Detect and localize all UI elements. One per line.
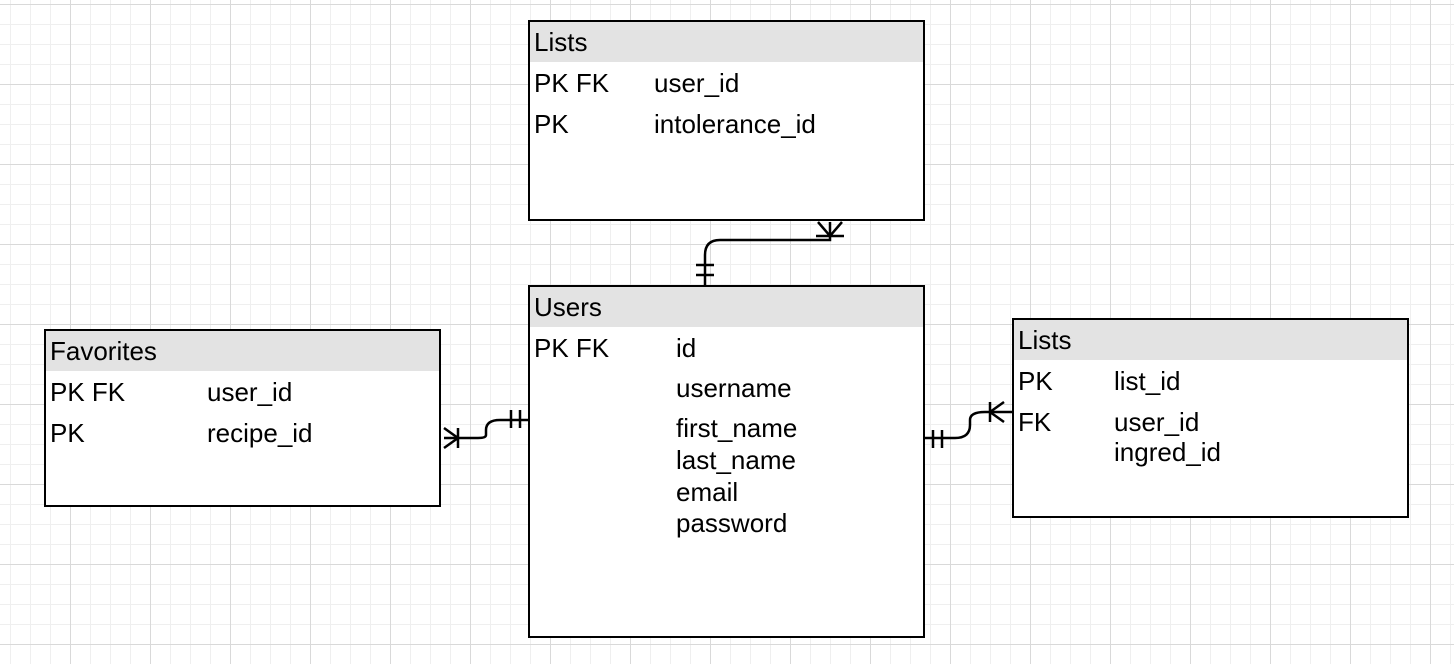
lists-top-field-1: user_id bbox=[654, 68, 740, 98]
lists-right-key-1: PK bbox=[1018, 366, 1053, 396]
one-or-many-marker bbox=[816, 221, 844, 238]
favorites-key-1: PK FK bbox=[50, 377, 126, 407]
users-field-last-name: last_name bbox=[676, 445, 796, 475]
favorites-field-2: recipe_id bbox=[207, 418, 313, 448]
one-and-only-one-marker bbox=[931, 430, 944, 448]
lists-top-table[interactable]: Lists PK FK user_id PK intolerance_id bbox=[528, 20, 925, 221]
users-lists-right-relationship[interactable] bbox=[924, 400, 1012, 448]
favorites-table[interactable]: Favorites PK FK user_id PK recipe_id bbox=[44, 329, 441, 507]
one-or-many-marker bbox=[987, 400, 1005, 424]
lists-right-table[interactable]: Lists PK list_id FK user_id ingred_id bbox=[1012, 318, 1409, 518]
lists-right-field-1: list_id bbox=[1114, 366, 1181, 396]
lists-top-key-2: PK bbox=[534, 109, 569, 139]
lists-right-field-2: user_id bbox=[1114, 407, 1200, 437]
lists-right-title: Lists bbox=[1014, 320, 1407, 360]
users-field-id: id bbox=[676, 333, 697, 363]
lists-right-key-2: FK bbox=[1018, 407, 1052, 437]
favorites-key-2: PK bbox=[50, 418, 85, 448]
one-and-only-one-marker bbox=[696, 263, 714, 277]
one-or-many-marker bbox=[443, 426, 461, 450]
favorites-title: Favorites bbox=[46, 331, 439, 371]
users-key: PK FK bbox=[534, 333, 610, 363]
favorites-field-1: user_id bbox=[207, 377, 293, 407]
users-field-email: email bbox=[676, 477, 739, 507]
users-field-password: password bbox=[676, 508, 788, 538]
users-field-first-name: first_name bbox=[676, 413, 798, 443]
lists-top-key-1: PK FK bbox=[534, 68, 610, 98]
lists-top-title: Lists bbox=[530, 22, 923, 62]
lists-right-field-3: ingred_id bbox=[1114, 437, 1221, 467]
users-title: Users bbox=[530, 287, 923, 327]
users-field-username: username bbox=[676, 373, 792, 403]
users-lists-top-relationship[interactable] bbox=[696, 221, 844, 285]
one-and-only-one-marker bbox=[509, 410, 522, 428]
users-favorites-relationship[interactable] bbox=[443, 410, 528, 450]
lists-top-field-2: intolerance_id bbox=[654, 109, 816, 139]
users-table[interactable]: Users PK FK id username first_name last_… bbox=[528, 285, 925, 638]
